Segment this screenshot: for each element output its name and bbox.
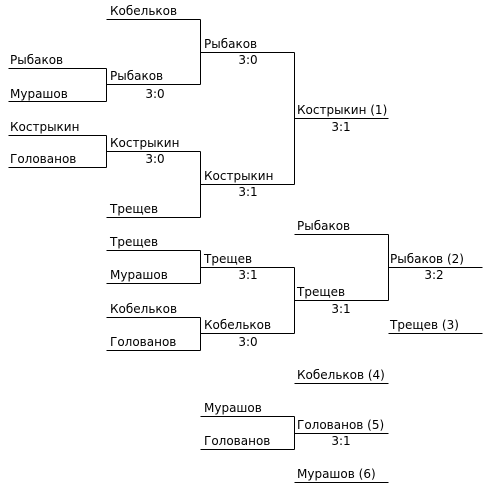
final-score: 3:1 bbox=[331, 120, 351, 134]
r1m1-winner: Рыбаков bbox=[110, 69, 164, 83]
fifth-match-player1: Мурашов bbox=[204, 401, 262, 415]
place-third: Трещев (3) bbox=[390, 318, 459, 332]
r1m2-score: 3:0 bbox=[145, 152, 165, 166]
fifth-match-score: 3:1 bbox=[331, 434, 351, 448]
final-winner: Кострыкин (1) bbox=[297, 103, 388, 117]
fifth-match-player2: Голованов bbox=[204, 434, 271, 448]
c1m2-winner: Кобельков bbox=[204, 318, 272, 332]
sf2-player2: Трещев bbox=[110, 202, 159, 216]
second-match-player1: Рыбаков bbox=[297, 219, 351, 233]
r1m1-player1: Рыбаков bbox=[10, 53, 64, 67]
c1m2-player1: Кобельков bbox=[110, 302, 178, 316]
r1m2-winner: Кострыкин bbox=[110, 136, 180, 150]
sf1-score: 3:0 bbox=[238, 53, 258, 67]
r1m2-player1: Кострыкин bbox=[10, 120, 80, 134]
second-match-winner: Рыбаков (2) bbox=[390, 252, 464, 266]
c2-winner: Трещев bbox=[297, 285, 346, 299]
second-match-score: 3:2 bbox=[424, 268, 444, 282]
c2-score: 3:1 bbox=[331, 302, 351, 316]
sf2-winner: Кострыкин bbox=[204, 169, 274, 183]
sf2-score: 3:1 bbox=[238, 185, 258, 199]
r1m2-player2: Голованов bbox=[10, 152, 77, 166]
c1m1-winner: Трещев bbox=[204, 252, 253, 266]
place-sixth: Мурашов (6) bbox=[297, 467, 376, 481]
c1m1-player1: Трещев bbox=[110, 235, 159, 249]
sf1-winner: Рыбаков bbox=[204, 37, 258, 51]
r1m1-player2: Мурашов bbox=[10, 87, 68, 101]
c1m1-score: 3:1 bbox=[238, 268, 258, 282]
sf1-player1: Кобельков bbox=[110, 4, 178, 18]
c1m1-player2: Мурашов bbox=[110, 268, 168, 282]
fifth-match-winner: Голованов (5) bbox=[297, 418, 385, 432]
c1m2-player2: Голованов bbox=[110, 335, 177, 349]
r1m1-score: 3:0 bbox=[145, 87, 165, 101]
c1m2-score: 3:0 bbox=[238, 335, 258, 349]
place-fourth: Кобельков (4) bbox=[297, 368, 385, 382]
